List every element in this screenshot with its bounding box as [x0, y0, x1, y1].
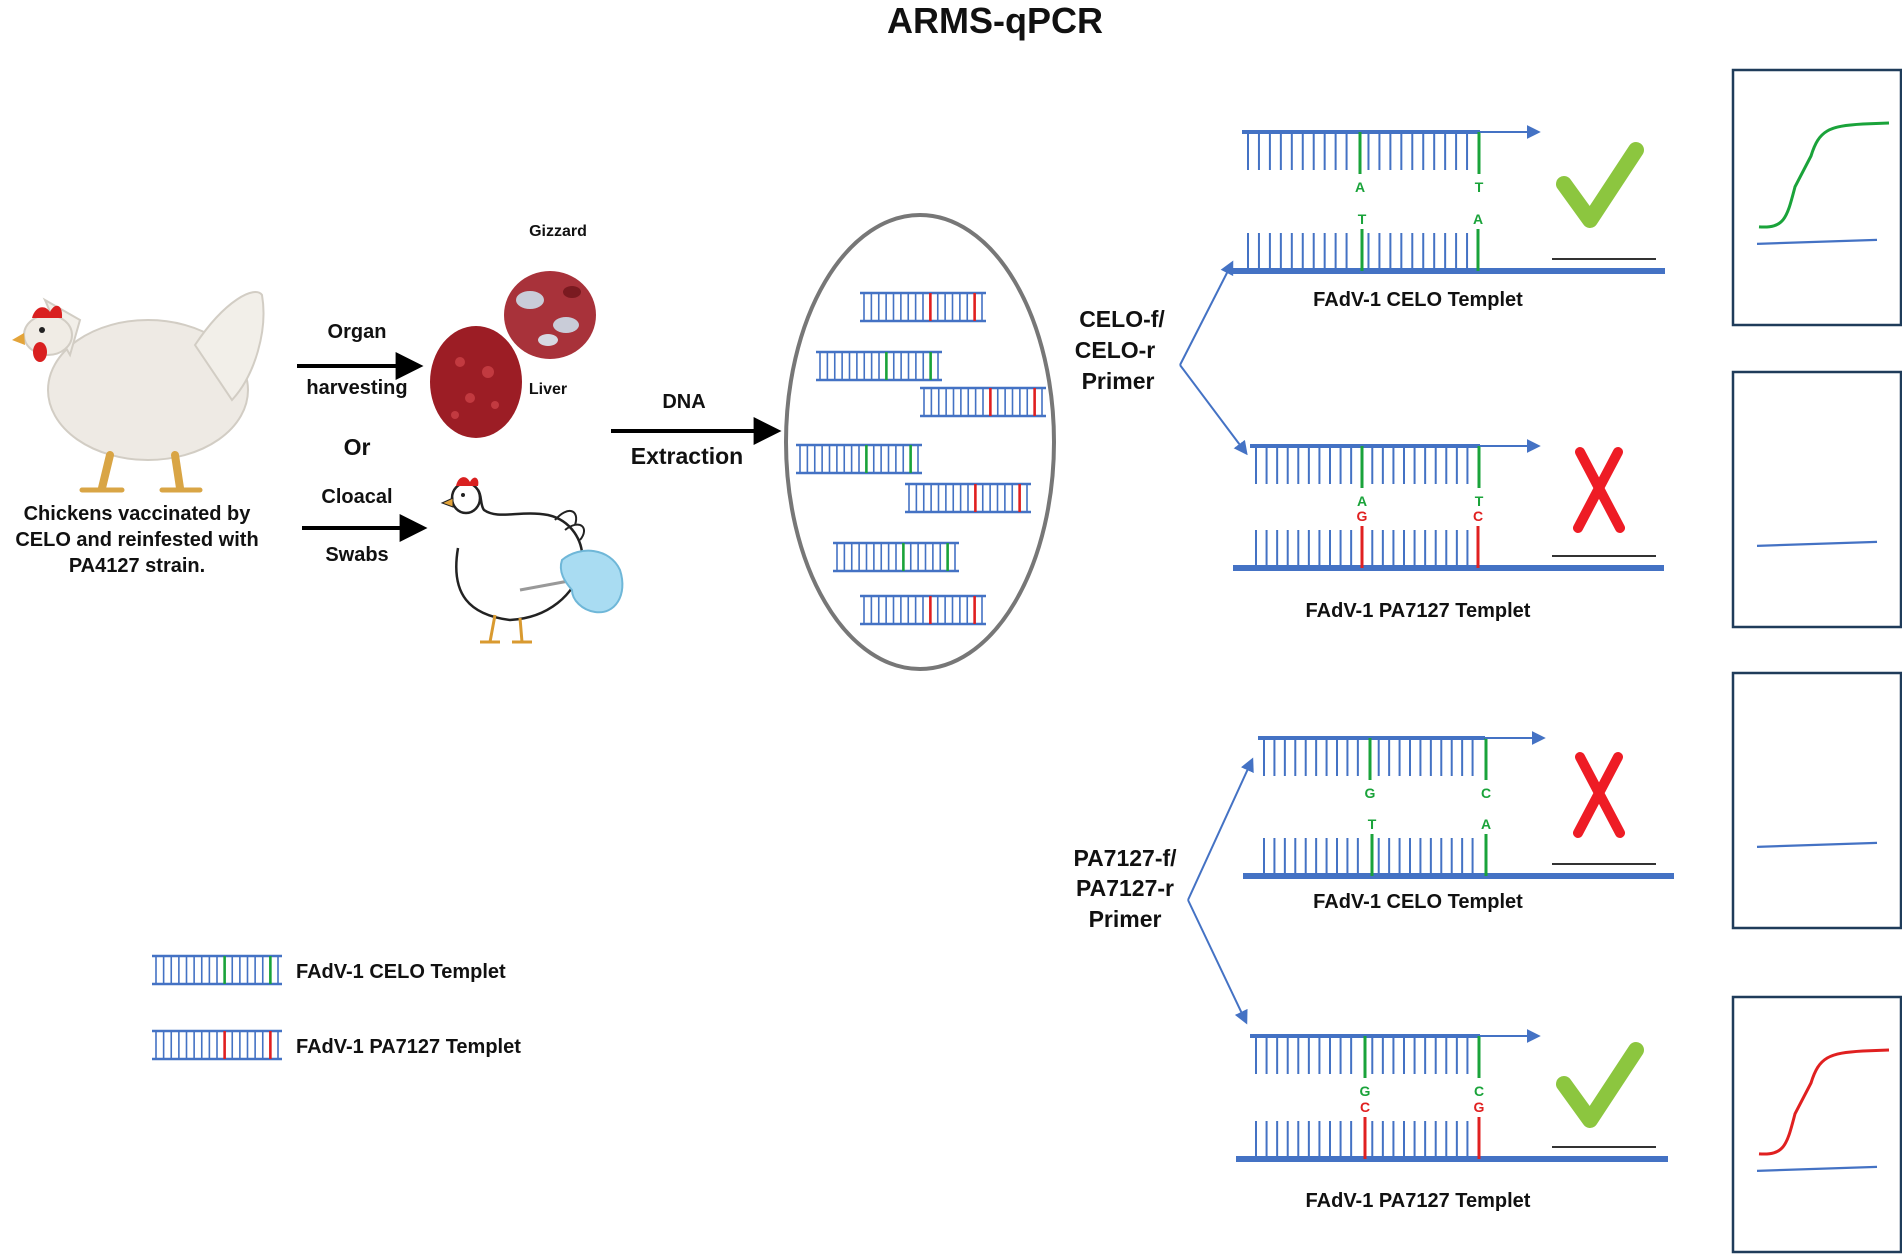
template-base-label-2: A — [1481, 816, 1491, 832]
liver-icon — [430, 326, 522, 438]
legend-label: FAdV-1 PA7127 Templet — [296, 1036, 521, 1058]
chicken-caption-line-3: PA4127 strain. — [69, 555, 205, 577]
primer-base-label-2: T — [1475, 493, 1484, 509]
celo-branch-arrow-lower — [1179, 364, 1248, 456]
or-label: Or — [344, 434, 371, 460]
pa-branch-arrow-lower — [1187, 899, 1248, 1025]
celo-primer-line-2: CELO-r — [1075, 337, 1156, 363]
primer-base-label-1: A — [1355, 179, 1365, 195]
celo-primer-line-1: CELO-f/ — [1079, 306, 1165, 332]
qpcr-amplification-curve — [1758, 121, 1890, 229]
qpcr-result-box — [1731, 68, 1902, 327]
pa-branch-arrow-upper — [1187, 757, 1254, 901]
legend-item-1: FAdV-1 CELO Templet — [152, 954, 506, 986]
template-base-label-1: T — [1368, 816, 1377, 832]
reaction-panel-2: A T G C FAdV-1 PA7127 Templet — [1233, 370, 1902, 629]
pa-primer-line-3: Primer — [1089, 906, 1162, 932]
organ-label: Organ — [328, 321, 387, 343]
qpcr-baseline — [1756, 841, 1878, 848]
gizzard-label: Gizzard — [529, 223, 587, 240]
dna-pool-fragments — [796, 291, 1046, 626]
qpcr-baseline — [1756, 540, 1878, 547]
celo-branch-arrow-upper — [1179, 260, 1234, 366]
cross-icon — [1573, 447, 1625, 533]
primer-base-label-2: C — [1481, 785, 1491, 801]
reaction-panel-3: G C T A FAdV-1 CELO Templet — [1243, 671, 1902, 930]
qpcr-amplification-curve — [1758, 1048, 1890, 1156]
primer-base-label-1: G — [1365, 785, 1376, 801]
template-base-label-2: C — [1473, 508, 1483, 524]
legend-dna-icon — [152, 1029, 282, 1061]
template-label: FAdV-1 PA7127 Templet — [1306, 1190, 1531, 1212]
template-label: FAdV-1 PA7127 Templet — [1306, 600, 1531, 622]
chicken-caption-line-1: Chickens vaccinated by — [24, 503, 252, 525]
dna-pool-fragment-3 — [920, 386, 1046, 418]
template-label: FAdV-1 CELO Templet — [1313, 289, 1523, 311]
primer-teeth — [1255, 446, 1469, 484]
template-base-label-1: C — [1360, 1099, 1370, 1115]
template-base-label-1: G — [1357, 508, 1368, 524]
cross-icon — [1573, 752, 1625, 838]
pa-primer-line-2: PA7127-r — [1076, 875, 1174, 901]
legend-dna-icon — [152, 954, 282, 986]
legend-label: FAdV-1 CELO Templet — [296, 961, 506, 983]
template-base-label-2: A — [1473, 211, 1483, 227]
primer-base-label-1: A — [1357, 493, 1367, 509]
gizzard-icon — [504, 271, 596, 359]
qpcr-baseline — [1756, 1165, 1878, 1172]
primer-base-label-1: G — [1360, 1083, 1371, 1099]
dna-pool-ellipse — [784, 213, 1056, 671]
celo-primer-line-3: Primer — [1082, 368, 1155, 394]
chicken-swab-icon — [440, 477, 624, 644]
harvesting-label: harvesting — [306, 377, 407, 399]
primer-base-label-2: T — [1475, 179, 1484, 195]
check-icon — [1556, 142, 1644, 228]
legend-item-2: FAdV-1 PA7127 Templet — [152, 1029, 521, 1061]
template-teeth — [1255, 1121, 1469, 1159]
pa-primer-line-1: PA7127-f/ — [1073, 845, 1177, 871]
template-base-label-2: G — [1474, 1099, 1485, 1115]
primer-teeth — [1263, 738, 1474, 776]
template-teeth — [1263, 838, 1474, 876]
check-icon — [1556, 1042, 1644, 1128]
primer-base-label-2: C — [1474, 1083, 1484, 1099]
chicken-caption-line-2: CELO and reinfested with — [15, 529, 258, 551]
qpcr-result-box — [1731, 995, 1902, 1254]
primer-teeth — [1247, 132, 1469, 170]
dna-pool-fragment-2 — [816, 350, 942, 382]
qpcr-result-box — [1731, 370, 1902, 629]
dna-label: DNA — [662, 391, 705, 413]
dna-pool-fragment-1 — [860, 291, 986, 323]
diagram-title: ARMS-qPCR — [887, 0, 1103, 41]
dna-pool-fragment-5 — [905, 482, 1031, 514]
template-teeth — [1247, 233, 1469, 271]
chicken-photo-icon — [12, 291, 265, 493]
dna-pool-fragment-6 — [833, 541, 959, 573]
template-base-label-1: T — [1358, 211, 1367, 227]
extraction-label: Extraction — [631, 443, 743, 469]
qpcr-result-box — [1731, 671, 1902, 930]
template-label: FAdV-1 CELO Templet — [1313, 891, 1523, 913]
liver-label: Liver — [529, 381, 567, 398]
qpcr-baseline — [1756, 238, 1878, 245]
swabs-label: Swabs — [325, 544, 388, 566]
dna-pool-fragment-4 — [796, 443, 922, 475]
cloacal-label: Cloacal — [321, 486, 392, 508]
dna-pool-fragment-7 — [860, 594, 986, 626]
template-teeth — [1255, 530, 1469, 568]
primer-teeth — [1255, 1036, 1469, 1074]
